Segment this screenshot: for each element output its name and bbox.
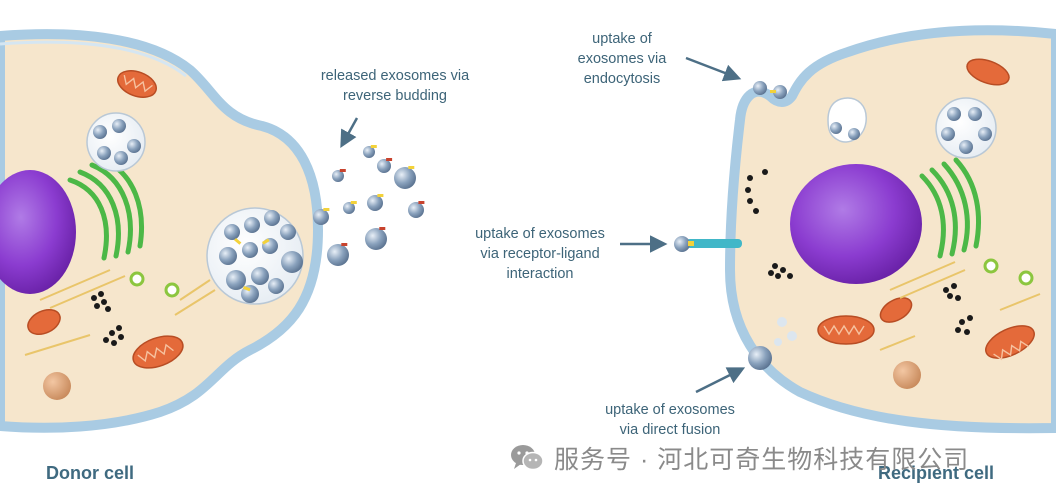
recipient-endocytosed-exosome bbox=[753, 81, 767, 95]
exosome-ligand bbox=[377, 194, 384, 197]
donor-cell-label: Donor cell bbox=[46, 463, 135, 483]
released-exosome bbox=[408, 202, 424, 218]
endocytosis-arrow bbox=[685, 56, 742, 82]
exosome-ligand bbox=[418, 201, 425, 204]
exosome-ligand bbox=[386, 158, 393, 161]
donor-mitochondrion bbox=[117, 70, 157, 98]
released-exosome bbox=[313, 209, 329, 225]
receptor-ligand bbox=[674, 236, 742, 252]
donor-cell-membrane bbox=[0, 29, 324, 433]
recipient-lysosome bbox=[893, 361, 921, 389]
receptor-label: uptake of exosomes via receptor-ligand i… bbox=[475, 226, 605, 282]
released-exosome bbox=[394, 167, 416, 189]
donor-multivesicular-body bbox=[86, 112, 146, 172]
donor-cell bbox=[0, 29, 324, 433]
recipient-endosome bbox=[827, 97, 867, 143]
exosome-ligand bbox=[323, 208, 330, 211]
released-exosome bbox=[365, 228, 387, 250]
recipient-fusion-exosome bbox=[748, 346, 772, 370]
endocytosis-label: uptake of exosomes via endocytosis bbox=[577, 31, 667, 87]
recipient-mitochondrion bbox=[879, 297, 913, 323]
exosome-ligand bbox=[408, 166, 415, 169]
released-exosome bbox=[343, 202, 355, 214]
released-exosomes bbox=[313, 145, 425, 266]
released-exosome bbox=[367, 195, 383, 211]
recipient-multivesicular-body bbox=[935, 97, 997, 159]
exosome-ligand bbox=[350, 201, 357, 204]
exosome-ligand bbox=[370, 145, 377, 148]
donor-nucleus bbox=[0, 170, 76, 294]
recipient-golgi bbox=[919, 157, 981, 259]
exosome-ligand bbox=[379, 227, 386, 230]
donor-lysosome bbox=[43, 372, 71, 400]
watermark-text: 服务号 · 河北可奇生物科技有限公司 bbox=[554, 446, 970, 474]
released-exosome bbox=[363, 146, 375, 158]
arrows bbox=[340, 56, 746, 394]
released-exosome bbox=[327, 244, 349, 266]
donor-mitochondrion bbox=[132, 335, 184, 369]
recipient-granules bbox=[745, 169, 973, 335]
watermark: 服务号 · 河北可奇生物科技有限公司 bbox=[510, 440, 969, 476]
donor-mitochondrion bbox=[27, 308, 61, 336]
recipient-cell bbox=[674, 25, 1056, 434]
recipient-nucleus bbox=[790, 164, 922, 284]
recipient-mitochondrion bbox=[985, 325, 1035, 359]
fusion-label: uptake of exosomes via direct fusion bbox=[605, 402, 735, 438]
released-exosome bbox=[377, 159, 391, 173]
donor-multivesicular-body-fusing bbox=[206, 207, 304, 305]
wechat-icon bbox=[511, 445, 544, 471]
fusion-arrow bbox=[695, 367, 746, 394]
recipient-mitochondrion bbox=[966, 58, 1010, 86]
released-exosome bbox=[332, 170, 344, 182]
recipient-cell-label: Recipient cell bbox=[878, 463, 995, 483]
released-label: released exosomes via reverse budding bbox=[320, 68, 470, 104]
exosome-ligand bbox=[341, 243, 348, 246]
exosome-ligand bbox=[339, 169, 346, 172]
released-arrow bbox=[340, 117, 359, 149]
donor-granules bbox=[91, 291, 124, 346]
